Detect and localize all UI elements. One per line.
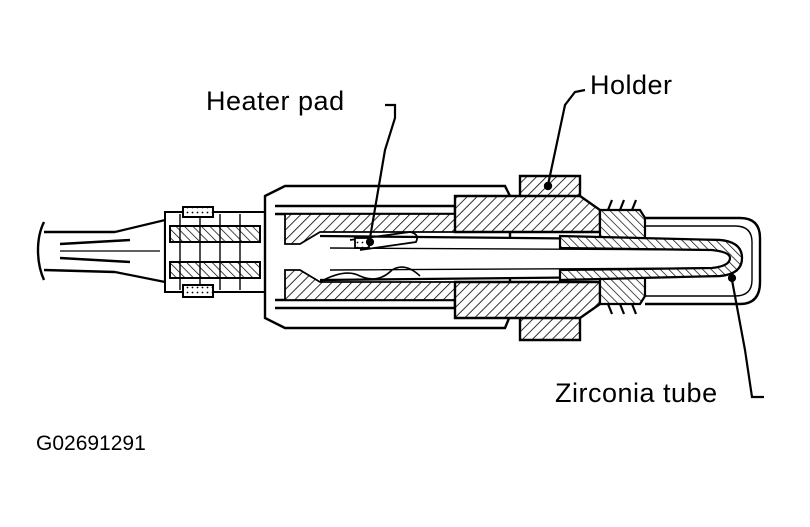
zirconia-element — [319, 234, 744, 283]
hex-holder — [453, 174, 602, 342]
leader-lines — [365, 88, 764, 399]
holder-label: Holder — [590, 70, 673, 100]
protection-tube — [645, 216, 762, 306]
rear-grommet — [164, 206, 266, 298]
heater-pad-leader — [368, 103, 397, 239]
holder-leader — [546, 88, 586, 186]
lead-wire — [36, 218, 167, 284]
zirconia-tube-leader — [730, 279, 764, 399]
heater-pad-label: Heater pad — [206, 86, 345, 116]
zirconia-tube-label: Zirconia tube — [555, 378, 718, 408]
figure-id: G02691291 — [36, 432, 146, 455]
